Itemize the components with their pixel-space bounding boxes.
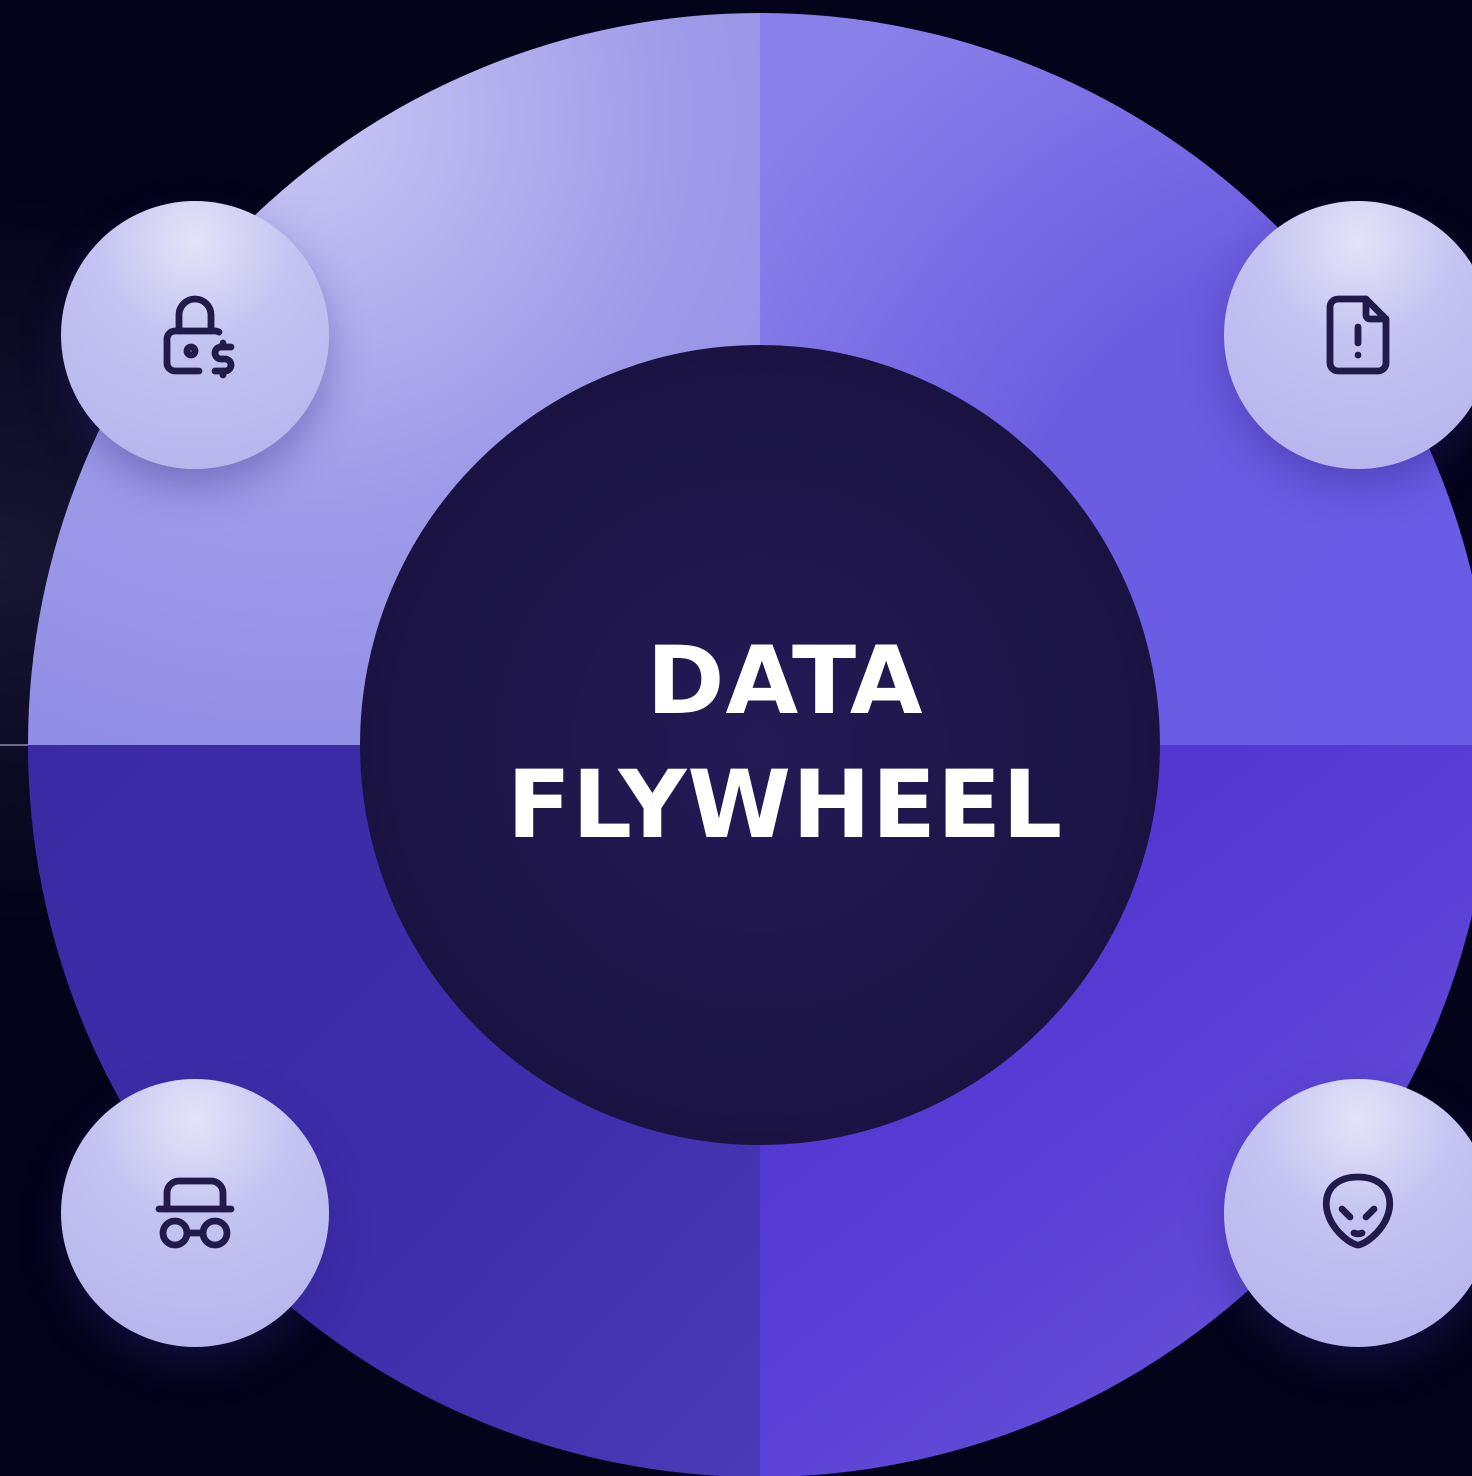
divider-line	[0, 744, 40, 746]
hub-title-line-2: FLYWHEEL	[506, 751, 1064, 860]
alien-icon	[1322, 1173, 1394, 1249]
node-top-left[interactable]	[61, 201, 329, 469]
lock-dollar-icon	[163, 295, 235, 379]
hub-title: DATA FLYWHEEL	[400, 620, 1170, 868]
node-bottom-left[interactable]	[61, 1079, 329, 1347]
hub-circle	[360, 345, 1160, 1145]
hub-title-line-1: DATA	[646, 627, 924, 736]
node-top-right[interactable]	[1224, 201, 1472, 469]
file-alert-icon	[1326, 295, 1390, 375]
incognito-icon	[155, 1177, 235, 1249]
node-bottom-right[interactable]	[1224, 1079, 1472, 1347]
